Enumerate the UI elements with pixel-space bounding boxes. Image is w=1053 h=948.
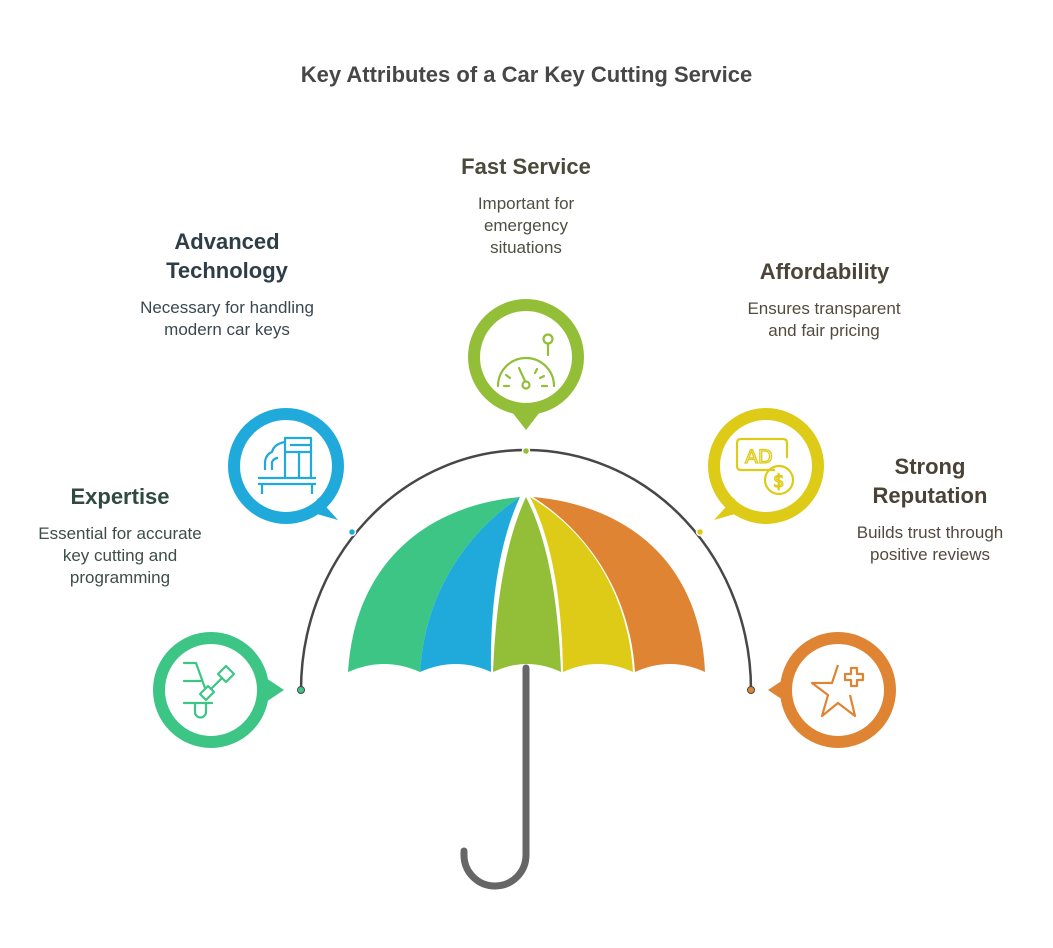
canopy-panel-orange [533, 497, 705, 672]
bubble-reputation [768, 632, 896, 748]
umbrella-canopy [348, 497, 705, 672]
arc-dot-expertise [297, 686, 305, 694]
bubble-fast-service [468, 299, 584, 430]
star-plus-icon [810, 664, 865, 718]
bubble-technology [228, 408, 344, 524]
label-fast-service: Fast Service Important for emergency sit… [426, 152, 626, 259]
ad-dollar-icon: AD $ [735, 437, 795, 496]
label-technology: Advanced Technology Necessary for handli… [130, 227, 325, 341]
canopy-panel-green [348, 497, 520, 672]
canopy-panel-olive [493, 497, 561, 672]
arc-dot-fast [521, 446, 531, 456]
heading-expertise: Expertise [70, 484, 170, 509]
speedometer-icon [496, 333, 556, 390]
heading-technology: Advanced Technology [166, 229, 288, 283]
arc-dots [297, 446, 755, 694]
description-affordability: Ensures transparent and fair pricing [747, 299, 901, 340]
canopy-panel-blue [420, 497, 520, 672]
key-programming-icon [182, 661, 236, 719]
bubble-affordability: AD $ [708, 408, 824, 524]
svg-text:$: $ [773, 471, 784, 492]
description-reputation: Builds trust through positive reviews [856, 523, 1004, 564]
description-fast-service: Important for emergency situations [477, 194, 575, 257]
heading-reputation: Strong Reputation [872, 454, 988, 508]
canopy-panel-yellow [530, 497, 633, 672]
label-affordability: Affordability Ensures transparent and fa… [722, 257, 927, 342]
diagram-title: Key Attributes of a Car Key Cutting Serv… [300, 62, 753, 87]
arc-dot-technology [347, 527, 357, 537]
arc-dot-afford [695, 527, 705, 537]
description-expertise: Essential for accurate key cutting and p… [38, 524, 202, 587]
label-reputation: Strong Reputation Builds trust through p… [830, 452, 1030, 566]
machinery-icon [258, 436, 316, 494]
bubble-expertise [153, 632, 284, 748]
label-expertise: Expertise Essential for accurate key cut… [20, 482, 220, 589]
description-technology: Necessary for handling modern car keys [140, 298, 314, 339]
svg-text:AD: AD [745, 446, 773, 468]
umbrella-handle [460, 664, 530, 890]
heading-fast-service: Fast Service [461, 154, 591, 179]
heading-affordability: Affordability [759, 259, 890, 284]
arc-dot-reputation [747, 686, 755, 694]
